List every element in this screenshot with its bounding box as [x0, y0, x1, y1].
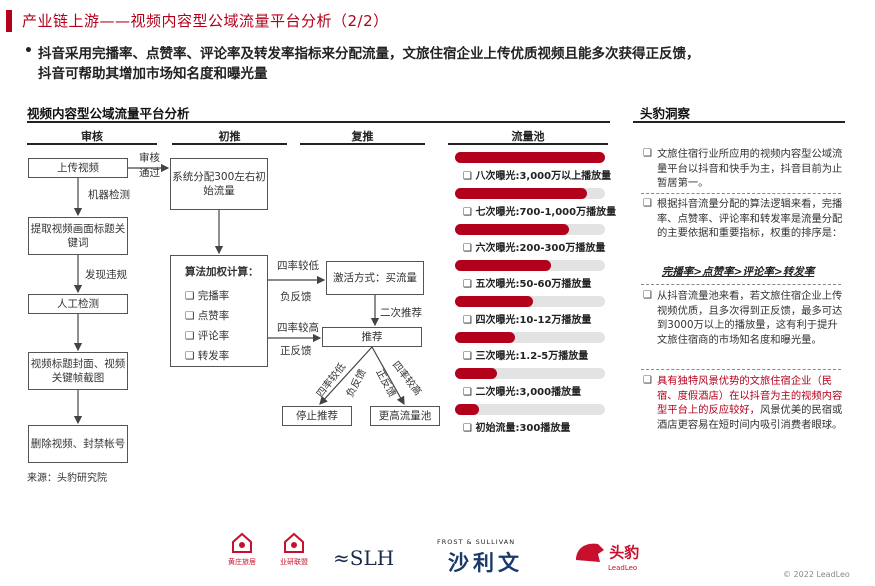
algorithm-item: ❑ 点赞率 — [185, 310, 230, 322]
leopard-icon — [576, 543, 604, 562]
algorithm-item: ❑ 完播率 — [185, 290, 230, 302]
pool-level-label: ❑ 六次曝光:200-300万播放量 — [463, 243, 606, 254]
logo-slh: ≈SLH — [333, 546, 395, 570]
insight-item: ❑ 具有独特风景优势的文旅住宿企业（民宿、度假酒店）在以抖音为主的视频内容型平台… — [643, 375, 843, 431]
insight-item: ❑ 文旅住宿行业所应用的视频内容型公域流量平台以抖音和快手为主，抖音目前为止暂居… — [643, 148, 843, 190]
pool-bar-fill — [455, 296, 533, 307]
algorithm-item: ❑ 转发率 — [185, 350, 230, 362]
page-title: 产业链上游——视频内容型公域流量平台分析（2/2） — [22, 12, 389, 30]
pool-bar-fill — [455, 152, 605, 163]
negative-feedback-label: 负反馈 — [280, 291, 312, 303]
title-accent-bar — [6, 10, 12, 32]
insight-item: ❑ 根据抖音流量分配的算法逻辑来看，完播率、点赞率、评论率和转发率是流量分配的主… — [643, 198, 843, 240]
pool-bar-fill — [455, 188, 587, 199]
column-line-initial — [172, 143, 287, 145]
insight-highlight: 具有独特风景优势的文旅住宿企业（民宿、度假酒店）在以抖音为主的视频内容型平台上的… — [657, 375, 843, 417]
insight-separator — [641, 369, 841, 370]
logo-frost-top: FROST & SULLIVAN — [437, 538, 516, 546]
column-head-pool: 流量池 — [511, 130, 545, 143]
pool-bar-fill — [455, 368, 497, 379]
summary-line-1: 抖音采用完播率、点赞率、评论率及转发率指标来分配流量，文旅住宿企业上传优质视频且… — [38, 46, 700, 62]
pool-bar-track — [455, 368, 605, 379]
column-line-pool — [448, 143, 608, 145]
insight-divider — [633, 121, 845, 123]
bullet-mark: • — [24, 43, 33, 59]
insight-item: ❑ 从抖音流量池来看，若文旅住宿企业上传视频优质，且多次得到正反馈，最多可达到3… — [643, 290, 843, 346]
insight-panel: ❑ 文旅住宿行业所应用的视频内容型公域流量平台以抖音和快手为主，抖音目前为止暂居… — [633, 127, 843, 472]
insight-separator — [641, 193, 841, 194]
insight-separator — [641, 284, 841, 285]
pool-bar-track — [455, 404, 605, 415]
copyright: © 2022 LeadLeo — [783, 570, 850, 579]
source-note: 来源：头豹研究院 — [27, 473, 107, 484]
column-line-review — [27, 143, 157, 145]
delete-ban-box: 删除视频、封禁帐号 — [28, 425, 128, 463]
pool-bar-fill — [455, 260, 551, 271]
house-icon — [284, 532, 304, 553]
column-head-initial: 初推 — [218, 130, 241, 143]
high-rate-label: 四率较高 — [277, 322, 319, 334]
frame-capture-box: 视频标题封面、视频关键帧截图 — [28, 352, 128, 390]
low-rate-label: 四率较低 — [277, 260, 319, 272]
positive-feedback-label: 正反馈 — [280, 345, 312, 357]
activate-box: 激活方式：买流量 — [326, 261, 424, 295]
column-head-review: 审核 — [81, 130, 103, 143]
pool-level-label: ❑ 初始流量:300播放量 — [463, 423, 571, 434]
summary-line-2: 抖音可帮助其增加市场知名度和曝光量 — [38, 66, 268, 82]
column-line-repush — [300, 143, 425, 145]
diagram-section-divider — [27, 121, 610, 123]
higher-pool-box: 更高流量池 — [370, 406, 440, 426]
extract-keywords-box: 提取视频画面标题关键词 — [28, 217, 128, 255]
second-push-label: 二次推荐 — [380, 307, 422, 319]
ranking-emphasis: 完播率>点赞率>评论率>转发率 — [661, 266, 815, 278]
algorithm-weight-box: 算法加权计算： ❑ 完播率 ❑ 点赞率 ❑ 评论率 ❑ 转发率 — [170, 255, 268, 367]
diagram-section-title: 视频内容型公域流量平台分析 — [27, 106, 190, 121]
stop-recommend-box: 停止推荐 — [282, 406, 352, 426]
pool-level-label: ❑ 五次曝光:50-60万播放量 — [463, 279, 592, 290]
logo-2: 业研联盟 — [274, 532, 314, 567]
pool-level-label: ❑ 四次曝光:10-12万播放量 — [463, 315, 592, 326]
logo-1: 黄庄旅居 — [222, 532, 262, 567]
pool-level-label: ❑ 三次曝光:1.2-5万播放量 — [463, 351, 589, 362]
logo-frost: 沙利文 — [448, 551, 523, 575]
house-icon — [232, 532, 252, 553]
algorithm-item: ❑ 评论率 — [185, 330, 230, 342]
algorithm-title: 算法加权计算： — [185, 266, 259, 278]
pool-bar-fill — [455, 224, 569, 235]
pool-level-label: ❑ 二次曝光:3,000播放量 — [463, 387, 582, 398]
pool-bar-fill — [455, 332, 515, 343]
review-pass-label: 审核通过 — [139, 152, 160, 180]
pool-level-label: ❑ 七次曝光:700-1,000万播放量 — [463, 207, 617, 218]
insight-title: 头豹洞察 — [640, 106, 691, 121]
pool-bar-track — [455, 332, 605, 343]
violation-found-label: 发现违规 — [85, 269, 127, 281]
manual-check-box: 人工检测 — [28, 294, 128, 314]
pool-level-label: ❑ 八次曝光:3,000万以上播放量 — [463, 171, 612, 182]
recommend-box: 推荐 — [322, 327, 422, 347]
pool-bar-fill — [455, 404, 479, 415]
logo-leadleo: 头豹 LeadLeo — [572, 538, 639, 572]
column-head-repush: 复推 — [351, 130, 374, 143]
machine-detect-label: 机器检测 — [88, 189, 130, 201]
initial-traffic-box: 系统分配300左右初始流量 — [170, 158, 268, 210]
upload-video-box: 上传视频 — [28, 158, 128, 178]
